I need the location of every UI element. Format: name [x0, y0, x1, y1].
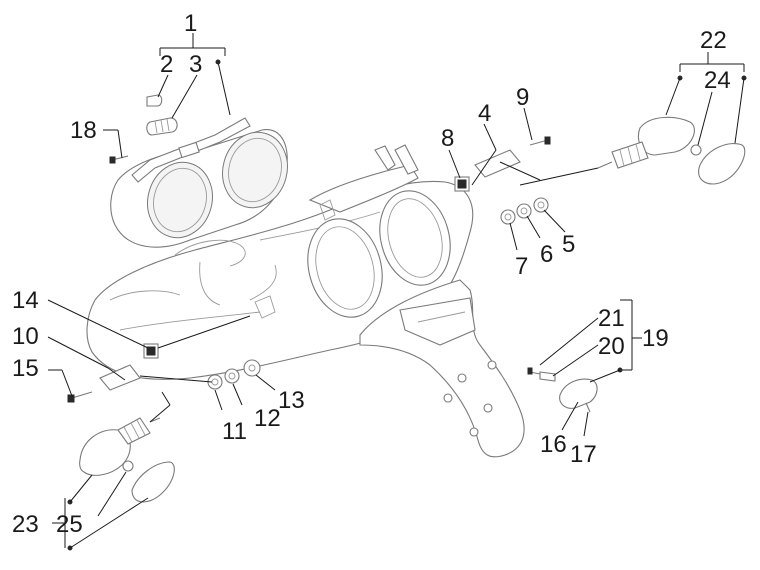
- label-1: 1: [184, 10, 197, 37]
- headlight-bulb-2: [146, 94, 163, 107]
- label-17: 17: [570, 441, 597, 468]
- headlight-bulb-3: [146, 117, 178, 136]
- washers-5-6-7: [500, 197, 549, 225]
- label-9: 9: [516, 84, 529, 111]
- indicator-bracket-4: [474, 136, 551, 178]
- label-22: 22: [700, 27, 727, 54]
- label-18: 18: [70, 117, 97, 144]
- label-19: 19: [642, 325, 669, 352]
- leader-lines: [47, 33, 747, 551]
- left-indicator: [79, 417, 175, 503]
- screw-18: [109, 155, 129, 164]
- right-indicator: [597, 116, 746, 185]
- label-15: 15: [12, 355, 39, 382]
- clip-8: [454, 176, 470, 192]
- label-11: 11: [222, 418, 247, 445]
- label-7: 7: [515, 253, 528, 280]
- label-16: 16: [540, 431, 567, 458]
- indicator-bracket-10: [67, 343, 261, 403]
- label-20: 20: [598, 333, 625, 360]
- label-4: 4: [478, 100, 491, 127]
- label-12: 12: [254, 405, 281, 432]
- label-23: 23: [12, 511, 39, 538]
- label-25: 25: [56, 511, 83, 538]
- label-8: 8: [441, 125, 454, 152]
- label-3: 3: [189, 51, 202, 78]
- rear-mudguard: [359, 279, 525, 458]
- label-24: 24: [704, 67, 731, 94]
- label-13: 13: [278, 387, 305, 414]
- headlight-assembly: [110, 117, 288, 248]
- label-14: 14: [12, 287, 39, 314]
- label-5: 5: [562, 231, 575, 258]
- label-6: 6: [540, 241, 553, 268]
- label-21: 21: [598, 305, 625, 332]
- rear-reflector-assembly: [527, 367, 598, 413]
- label-10: 10: [12, 323, 39, 350]
- part-labels: 1 2 3 4 5 6 7 8 9 10 11 12 13 14 15 16 1…: [12, 10, 731, 538]
- label-2: 2: [160, 51, 173, 78]
